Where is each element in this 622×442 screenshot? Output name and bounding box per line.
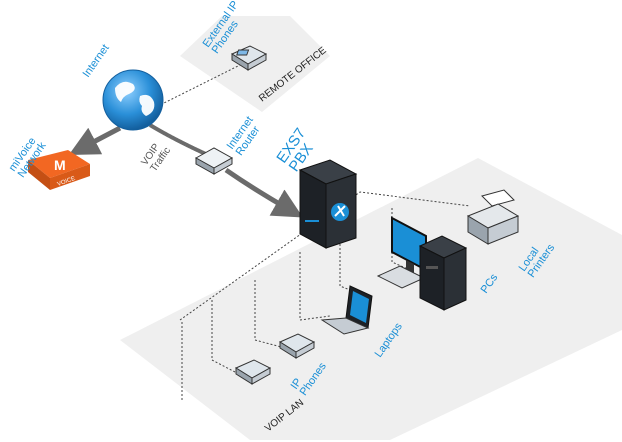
remote-link (149, 64, 241, 111)
router-icon (194, 147, 234, 175)
arrow-to-mivoice (68, 125, 122, 155)
globe-icon (102, 69, 164, 131)
server-icon (298, 159, 358, 249)
mivoice-logo-letter: M (54, 157, 66, 173)
desk-phone-icon (278, 333, 316, 359)
desk-phone-icon (230, 45, 268, 71)
desk-phone-icon (234, 359, 272, 385)
laptop-icon (320, 285, 373, 335)
pc-tower-icon (418, 235, 468, 311)
arrow-to-pbx (224, 167, 304, 218)
printer-icon (466, 189, 520, 245)
voip-traffic-link (148, 123, 209, 157)
internet-label: Internet (81, 42, 112, 79)
